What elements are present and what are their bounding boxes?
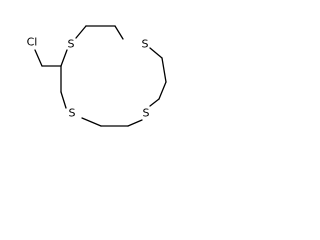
- atom-label-chlorine: Cl: [27, 36, 38, 49]
- bond-c4-c5: [161, 57, 167, 83]
- atom-label-sulfur-4: S: [69, 107, 76, 120]
- bond-c6-s3: [149, 98, 160, 107]
- bond-c8-s4: [81, 117, 102, 127]
- atom-label-sulfur-3: S: [143, 107, 150, 120]
- atom-label-group: Cl S S S S: [27, 36, 150, 120]
- bond-c5-c6: [158, 81, 167, 100]
- bond-s2-c4: [149, 47, 163, 59]
- atom-label-sulfur-2: S: [142, 38, 149, 51]
- bond-s3-c7: [127, 119, 143, 127]
- atom-label-sulfur-1: S: [68, 38, 75, 51]
- bond-c3-s2: [114, 25, 124, 40]
- bond-c1-s1: [60, 49, 68, 67]
- bond-s4-c9: [60, 91, 67, 109]
- bond-cl-ch2: [34, 49, 43, 67]
- bond-s1-c2: [75, 25, 87, 39]
- bond-group: [34, 25, 167, 127]
- molecule-structure-diagram: Cl S S S S: [27, 25, 167, 127]
